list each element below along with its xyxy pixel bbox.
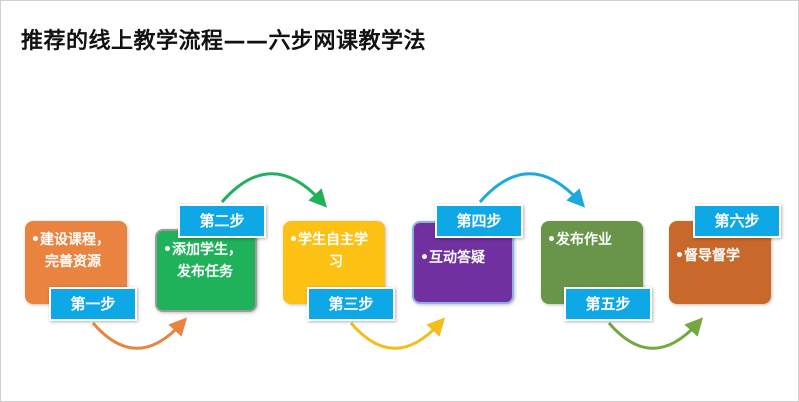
arrow-step3-to-step4: [349, 317, 446, 350]
step2-text-line2: 发布任务: [177, 264, 233, 280]
step1-text-line2: 完善资源: [45, 254, 101, 270]
step3-text-line2: 习: [329, 254, 343, 270]
step1-label: 第一步: [49, 287, 137, 321]
step2-text-line1: •添加学生，: [163, 242, 242, 258]
step5-text: •发布作业: [547, 232, 612, 248]
step4-text: •互动答疑: [420, 250, 485, 266]
step3-text-line1: •学生自主学: [289, 232, 368, 248]
step1-text-line1: •建设课程，: [31, 232, 110, 248]
step2-box: •添加学生， 发布任务: [155, 229, 257, 312]
arrow-step2-to-step3: [220, 172, 328, 208]
step5-label: 第五步: [564, 287, 652, 321]
step6-text: •督导督学: [675, 248, 740, 264]
step3-label: 第三步: [307, 287, 395, 321]
step2-label: 第二步: [178, 204, 266, 238]
step4-label: 第四步: [435, 204, 523, 238]
step6-label: 第六步: [693, 204, 781, 238]
arrow-step5-to-step6: [607, 317, 704, 350]
arrow-step1-to-step2: [91, 317, 188, 350]
arrow-step4-to-step5: [478, 172, 586, 208]
slide-title: 推荐的线上教学流程——六步网课教学法: [21, 29, 427, 54]
